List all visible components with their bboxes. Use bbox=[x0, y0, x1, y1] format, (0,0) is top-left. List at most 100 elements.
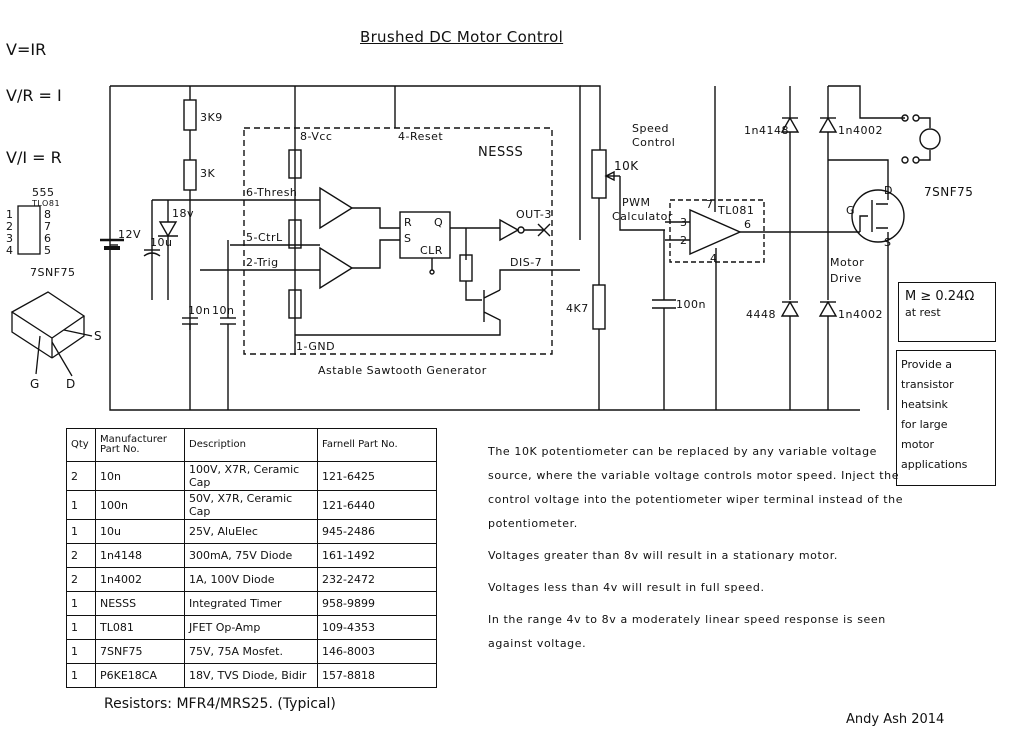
label-d-top2: 1n4002 bbox=[838, 124, 883, 137]
pinout-l4: 4 bbox=[6, 244, 14, 257]
signature: Andy Ash 2014 bbox=[846, 712, 945, 727]
heatsink-line: heatsink bbox=[901, 398, 948, 411]
resistor-3k bbox=[183, 159, 197, 191]
label-pin3: OUT-3 bbox=[516, 208, 552, 221]
heatsink-line: motor bbox=[901, 438, 935, 451]
header-description: Description bbox=[184, 428, 318, 462]
label-op-pin6: 6 bbox=[744, 218, 752, 231]
note-linear-range: In the range 4v to 8v a moderately linea… bbox=[488, 613, 886, 650]
label-motor: Motor bbox=[830, 256, 864, 269]
label-d-bot2: 1n4002 bbox=[838, 308, 883, 321]
resistors-note: Resistors: MFR4/MRS25. (Typical) bbox=[104, 696, 336, 712]
cell-desc: 300mA, 75V Diode bbox=[184, 543, 318, 568]
label-ff-clr: CLR bbox=[420, 244, 443, 257]
label-10n-a: 10n bbox=[188, 304, 210, 317]
label-opamp: TL081 bbox=[717, 204, 754, 217]
label-op-pin2: 2 bbox=[680, 234, 688, 247]
label-timer-ic: NESSS bbox=[478, 145, 523, 160]
cell-part: 100n bbox=[95, 490, 185, 520]
opamp-tl081 bbox=[689, 208, 742, 256]
motor-resistance-box: M ≥ 0.24Ω at rest bbox=[898, 282, 996, 342]
resistor-4k7 bbox=[592, 284, 606, 330]
cell-farnell: 121-6440 bbox=[317, 490, 437, 520]
opamp-box bbox=[669, 199, 765, 263]
cell-desc: Integrated Timer bbox=[184, 591, 318, 616]
heatsink-note-box: Provide a transistor heatsink for large … bbox=[896, 350, 996, 486]
label-d-bot1: 4448 bbox=[746, 308, 776, 321]
cell-qty: 1 bbox=[66, 519, 96, 544]
cell-qty: 2 bbox=[66, 461, 96, 491]
cell-qty: 1 bbox=[66, 490, 96, 520]
label-pin2: 2-Trig bbox=[246, 256, 279, 269]
diode-1n4002-top bbox=[818, 116, 838, 133]
cell-farnell: 958-9899 bbox=[317, 591, 437, 616]
pinout-r6: 6 bbox=[44, 232, 52, 245]
resistor-3k9 bbox=[183, 99, 197, 131]
label-ff-s: S bbox=[404, 232, 411, 245]
cell-farnell: 945-2486 bbox=[317, 519, 437, 544]
label-zener: 18v bbox=[172, 207, 194, 220]
cell-part: 10u bbox=[95, 519, 185, 544]
label-pwm: PWM bbox=[622, 196, 651, 209]
label-10u: 10u bbox=[150, 236, 172, 249]
label-op-pin4: 4 bbox=[710, 252, 718, 265]
label-3k: 3K bbox=[200, 167, 215, 180]
heatsink-line: applications bbox=[901, 458, 968, 471]
cell-desc: 50V, X7R, Ceramic Cap bbox=[184, 490, 318, 520]
note-potentiometer: The 10K potentiometer can be replaced by… bbox=[488, 445, 904, 530]
diode-1n4148-top bbox=[780, 116, 800, 133]
header-part-no: Manufacturer Part No. bbox=[95, 428, 185, 462]
diode-1n4002-bottom bbox=[818, 300, 838, 317]
label-d-top1: 1n4148 bbox=[744, 124, 789, 137]
cell-part: 1n4148 bbox=[95, 543, 185, 568]
flip-flop bbox=[399, 211, 451, 259]
cell-qty: 2 bbox=[66, 543, 96, 568]
pinout-l1: 1 bbox=[6, 208, 14, 221]
cell-farnell: 232-2472 bbox=[317, 567, 437, 592]
diode-4448-bottom bbox=[780, 300, 800, 317]
label-10n-b: 10n bbox=[212, 304, 234, 317]
cell-part: NESSS bbox=[95, 591, 185, 616]
zener-diode bbox=[158, 221, 178, 238]
wire-outer-loop bbox=[109, 86, 860, 411]
pinout-mosfet-name: 7SNF75 bbox=[30, 266, 76, 279]
label-mosfet: 7SNF75 bbox=[924, 185, 973, 199]
motor-resistance-note: at rest bbox=[905, 306, 941, 319]
cell-qty: 1 bbox=[66, 615, 96, 640]
comparator-lower bbox=[319, 246, 354, 290]
label-ff-q: Q bbox=[434, 216, 443, 229]
cell-desc: 18V, TVS Diode, Bidir bbox=[184, 663, 318, 688]
label-3k9: 3K9 bbox=[200, 111, 223, 124]
label-op-pin7: 7 bbox=[706, 198, 714, 211]
label-mos-d: D bbox=[884, 184, 893, 197]
pinout-d: D bbox=[66, 377, 76, 391]
label-100n: 100n bbox=[676, 298, 706, 311]
label-sawtooth-block: Astable Sawtooth Generator bbox=[318, 364, 487, 377]
cell-desc: 1A, 100V Diode bbox=[184, 567, 318, 592]
heatsink-line: Provide a bbox=[901, 358, 953, 371]
bill-of-materials-table: Qty Manufacturer Part No. Description Fa… bbox=[66, 428, 437, 688]
cell-qty: 2 bbox=[66, 567, 96, 592]
pinout-r5: 5 bbox=[44, 244, 52, 257]
heatsink-line: transistor bbox=[901, 378, 954, 391]
cell-part: P6KE18CA bbox=[95, 663, 185, 688]
cell-farnell: 157-8818 bbox=[317, 663, 437, 688]
label-pin6: 6-Thresh bbox=[246, 186, 297, 199]
motor-symbol bbox=[919, 128, 941, 150]
cell-qty: 1 bbox=[66, 591, 96, 616]
label-pin1: 1-GND bbox=[296, 340, 335, 353]
header-farnell: Farnell Part No. bbox=[317, 428, 437, 462]
cell-farnell: 109-4353 bbox=[317, 615, 437, 640]
cell-farnell: 161-1492 bbox=[317, 543, 437, 568]
equation-ohms-law: V=IR bbox=[6, 40, 47, 59]
label-mos-g: G bbox=[846, 204, 855, 217]
pinout-r8: 8 bbox=[44, 208, 52, 221]
label-speed: Speed bbox=[632, 122, 669, 135]
label-op-pin3: 3 bbox=[680, 216, 688, 229]
